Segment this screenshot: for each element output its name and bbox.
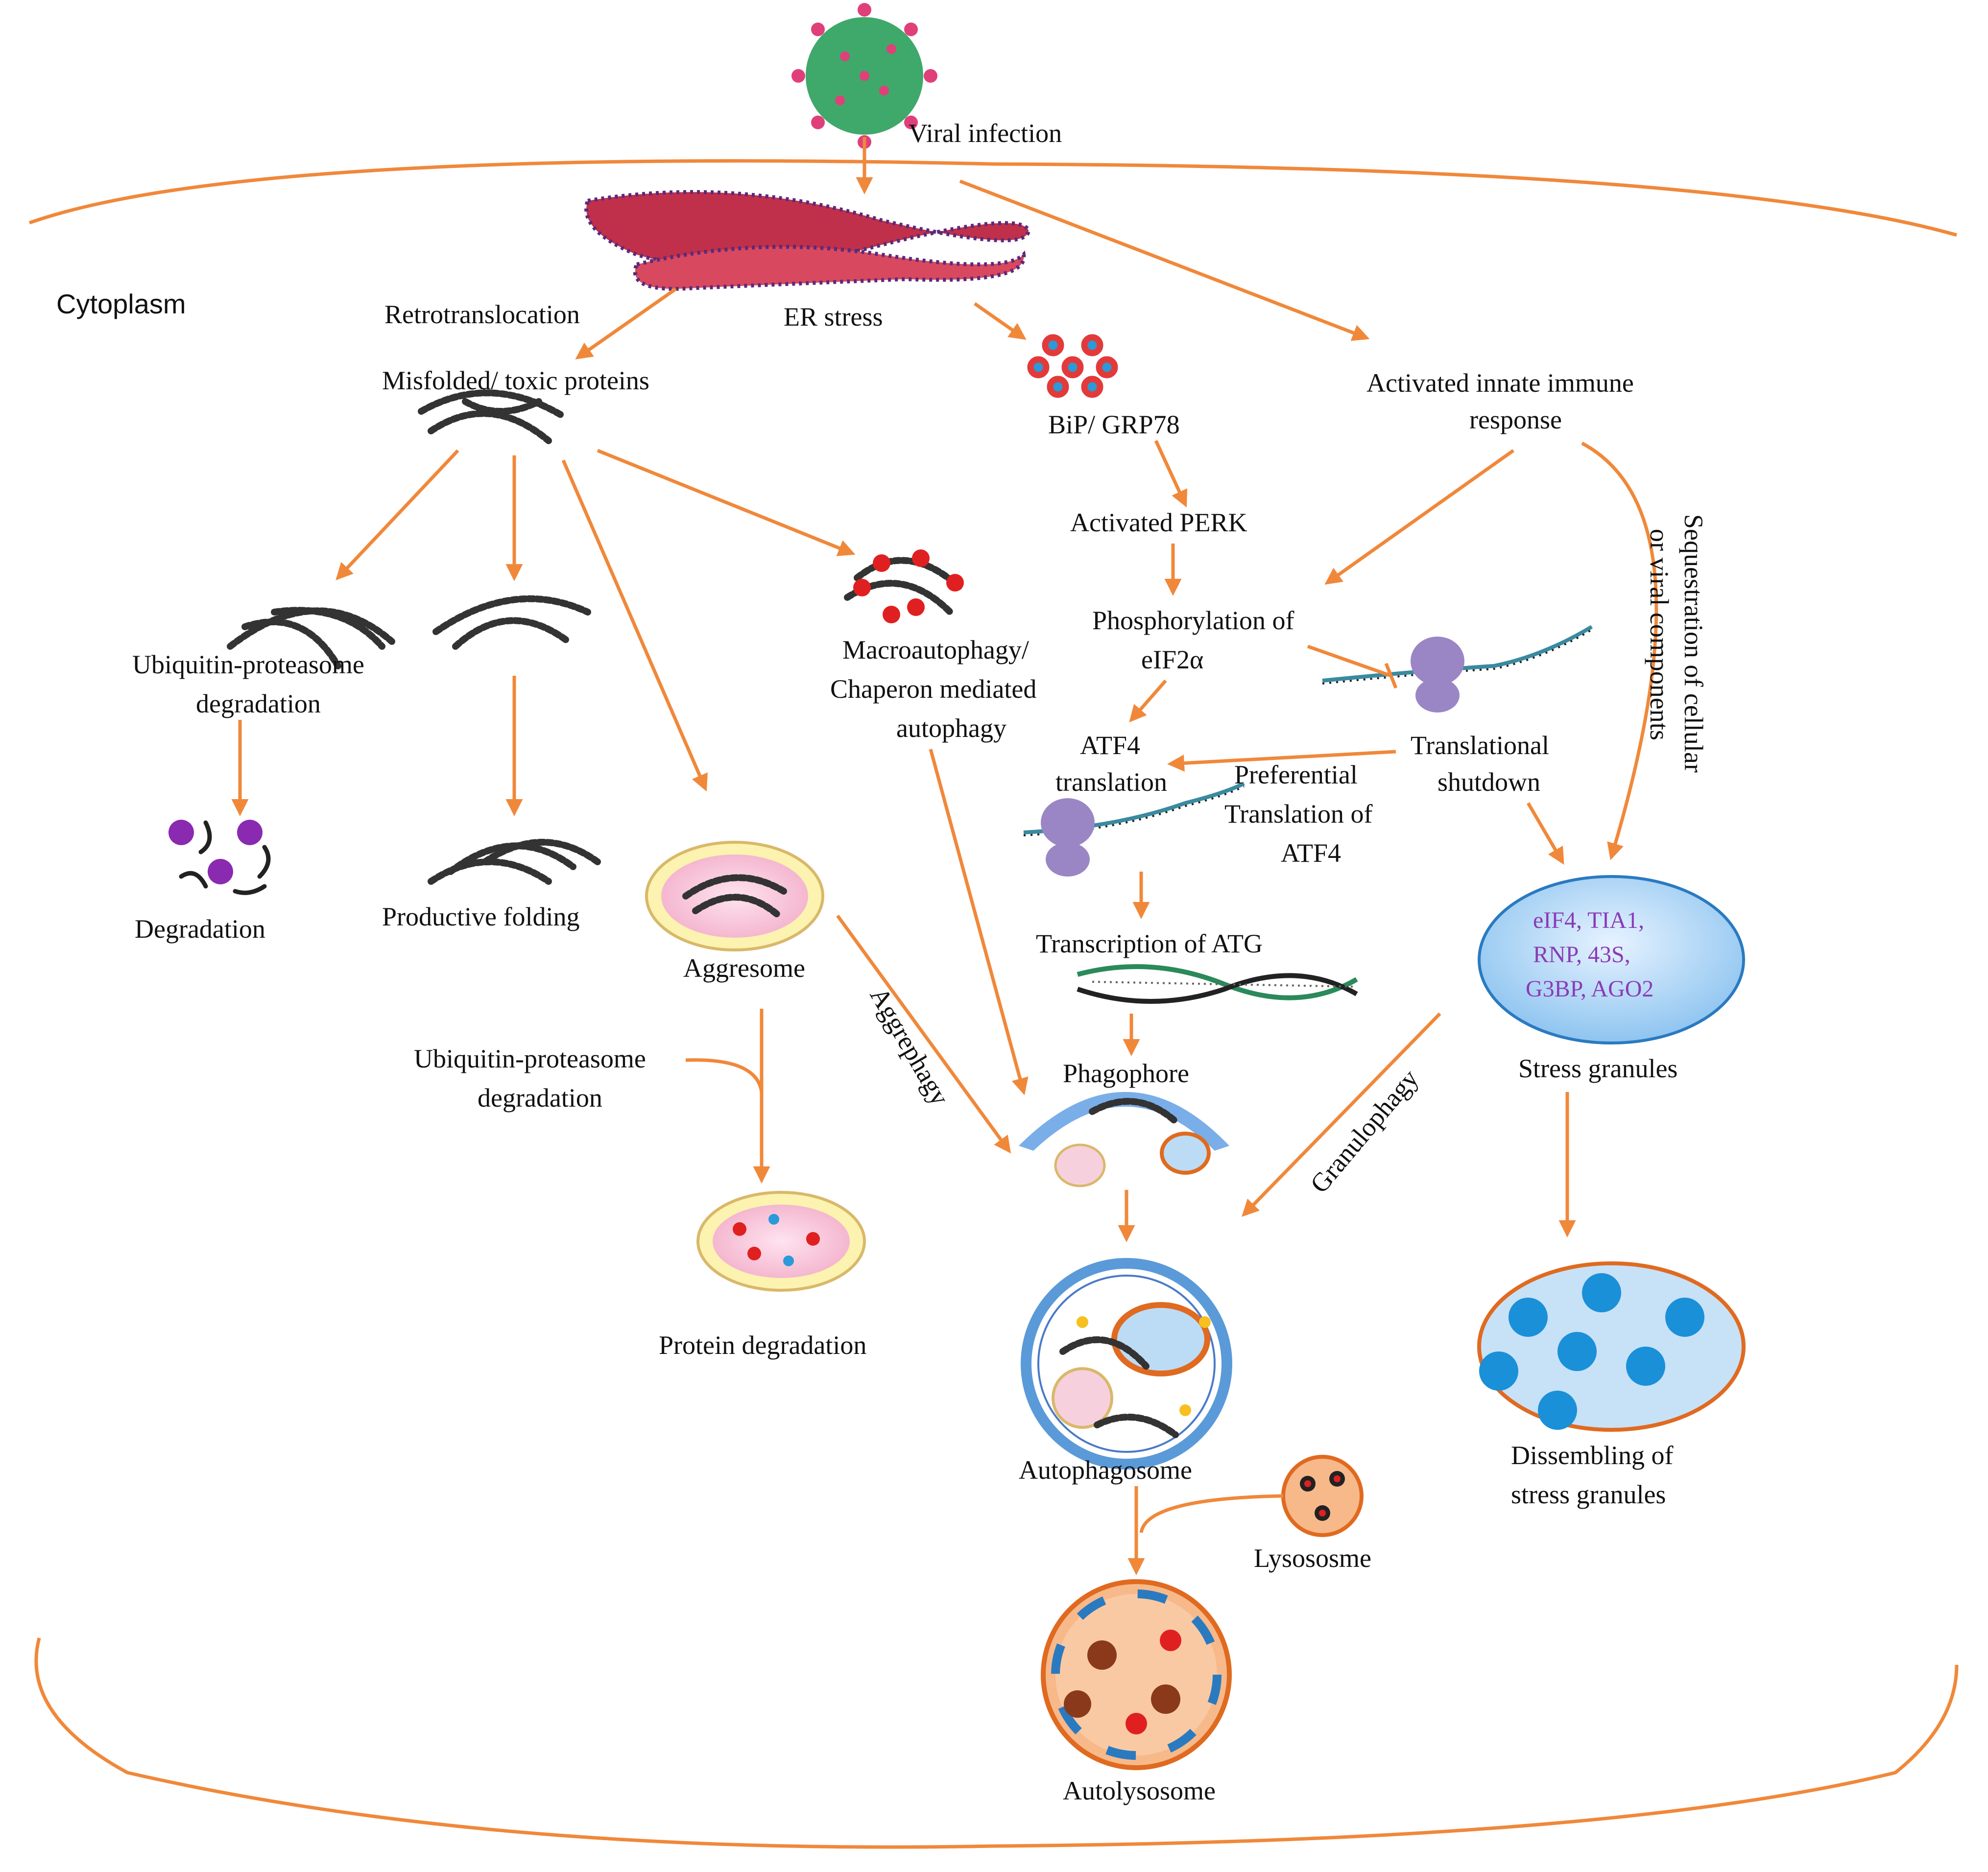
aggrephagy-label: Aggrephagy <box>864 982 955 1110</box>
ubiquitin-filament-icon <box>227 607 395 669</box>
upd2-label-2: degradation <box>478 1083 602 1113</box>
shutdown-label-2: shutdown <box>1437 767 1540 797</box>
er-stress-label: ER stress <box>784 302 883 332</box>
perk-label: Activated PERK <box>1070 508 1247 537</box>
inhibit-bar <box>1384 663 1398 689</box>
arrow-er-to-misfolded <box>575 287 677 360</box>
ribosome-mrna-icon <box>1322 625 1593 712</box>
dissembling-label-2: stress granules <box>1511 1480 1666 1509</box>
er-icon <box>584 190 1031 291</box>
autolysosome-icon <box>1041 1579 1232 1770</box>
phos-label-2: eIF2α <box>1141 645 1203 674</box>
cell-membrane-top <box>28 159 1957 237</box>
upd-label-1: Ubiquitin-proteasome <box>132 650 364 679</box>
bip-icon <box>1027 334 1118 398</box>
arrow-er-to-innate <box>959 179 1370 341</box>
shutdown-label-1: Translational <box>1411 731 1549 760</box>
sequestration-label-2: or viral components <box>1645 529 1674 740</box>
sequestration-label-1: Sequestration of cellular <box>1679 514 1708 773</box>
lysosome-icon <box>1281 1455 1364 1537</box>
lysosome-label: Lysososme <box>1254 1543 1371 1573</box>
pref-label-2: Translation of <box>1224 799 1373 829</box>
granule-components-line1: eIF4, TIA1, <box>1533 907 1644 933</box>
innate-label-2: response <box>1469 405 1562 434</box>
arrow-aggrephagy <box>836 914 1011 1154</box>
virus-icon <box>791 3 937 149</box>
dissembling-granule-icon <box>1477 1261 1746 1432</box>
inhibit-phos-to-translation <box>1307 644 1392 678</box>
granule-components-line2: RNP, 43S, <box>1533 942 1630 968</box>
arrow-phos-to-atf4 <box>1129 679 1167 723</box>
aggresome-icon <box>645 841 824 951</box>
arrow-shutdown-to-atf4 <box>1167 750 1396 772</box>
pref-label-3: ATF4 <box>1281 838 1341 868</box>
macro-label-3: autophagy <box>896 713 1006 743</box>
lysosome-join <box>1139 1494 1284 1533</box>
dissembling-label-1: Dissembling of <box>1511 1441 1674 1470</box>
upd-label-2: degradation <box>196 689 321 718</box>
cytoplasm-label: Cytoplasm <box>56 288 186 319</box>
arrow-shutdown-to-granule <box>1526 802 1564 865</box>
misfolded-protein-icon <box>418 389 567 444</box>
pref-label-1: Preferential <box>1234 760 1358 789</box>
arrow-misfolded-to-macro <box>597 449 856 556</box>
atf4-label-2: translation <box>1055 767 1167 797</box>
viral-infection-label: Viral infection <box>909 118 1062 148</box>
ribosome-mrna-icon-atf4 <box>1023 782 1245 877</box>
degradation-label: Degradation <box>135 914 265 944</box>
autophagosome-label: Autophagosome <box>1019 1455 1192 1485</box>
retrotranslocation-label: Retrotranslocation <box>384 300 580 329</box>
productive-folding-label: Productive folding <box>382 902 579 931</box>
arrow-granulophagy <box>1242 1012 1441 1217</box>
phagophore-label: Phagophore <box>1063 1059 1189 1088</box>
folded-protein-icon <box>428 839 601 885</box>
degradation-fragments-icon <box>168 820 271 895</box>
macroautophagy-cargo-icon <box>844 549 964 623</box>
upd2-join <box>685 1058 764 1092</box>
phos-label-1: Phosphorylation of <box>1092 606 1294 635</box>
aggresome-label: Aggresome <box>683 953 805 983</box>
phagophore-icon <box>1019 1092 1229 1187</box>
arrow-er-to-bip <box>973 302 1027 340</box>
dna-icon <box>1077 964 1358 1004</box>
chaperone-filament-icon <box>432 595 591 650</box>
autolysosome-label: Autolysosome <box>1063 1776 1216 1805</box>
stress-granule-icon[interactable] <box>1478 875 1745 1044</box>
granulophagy-label: Granulophagy <box>1304 1064 1424 1198</box>
arrow-bip-to-perk <box>1154 440 1188 508</box>
aggresome-degraded-icon <box>696 1191 866 1292</box>
arrow-macro-to-phagophore <box>929 749 1029 1095</box>
cell-membrane-bottom <box>34 1637 1959 1849</box>
autophagosome-icon <box>1021 1258 1232 1469</box>
macro-label-1: Macroautophagy/ <box>842 635 1029 664</box>
macro-label-2: Chaperon mediated <box>830 674 1036 704</box>
bip-label: BiP/ GRP78 <box>1048 410 1180 439</box>
protein-degradation-label: Protein degradation <box>659 1330 866 1360</box>
misfolded-label: Misfolded/ toxic proteins <box>382 366 649 395</box>
arrow-misfolded-to-upd <box>335 449 459 581</box>
transcription-label: Transcription of ATG <box>1036 929 1263 958</box>
atf4-label-1: ATF4 <box>1080 731 1140 760</box>
arrow-innate-to-granule <box>1581 441 1658 860</box>
arrow-misfolded-to-aggresome <box>561 459 708 792</box>
arrow-innate-to-phos <box>1324 449 1515 585</box>
stress-granules-label: Stress granules <box>1518 1054 1677 1083</box>
granule-components-line3: G3BP, AGO2 <box>1526 976 1653 1002</box>
innate-label-1: Activated innate immune <box>1366 368 1634 398</box>
upd2-label-1: Ubiquitin-proteasome <box>414 1044 646 1073</box>
